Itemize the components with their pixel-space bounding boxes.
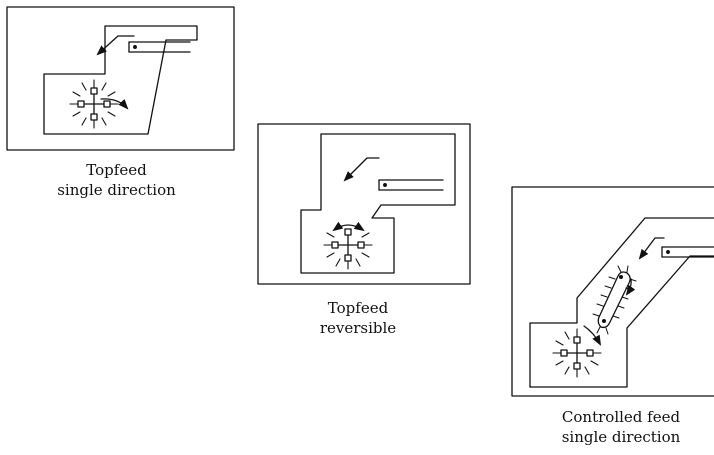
feed-pipe-icon — [378, 179, 444, 191]
caption-topfeed-single: Topfeed single direction — [34, 160, 199, 200]
chamber-outline-lower — [529, 255, 714, 388]
caption-line: reversible — [319, 319, 397, 337]
caption-line: Topfeed — [327, 299, 389, 317]
flow-direction-arrow-icon — [343, 157, 380, 182]
caption-line: Controlled feed — [561, 408, 681, 426]
chamber-outline — [43, 25, 198, 135]
flow-direction-arrow-icon — [638, 237, 665, 260]
feed-pipe-icon — [128, 41, 191, 53]
belt-direction-arrow-icon — [625, 278, 636, 296]
rotor-icon — [69, 79, 119, 129]
reversing-arrow-icon — [332, 221, 365, 232]
chamber-outline — [529, 217, 714, 388]
panel-topfeed-single — [6, 6, 235, 151]
flow-direction-arrow-icon — [96, 35, 135, 56]
panel-frame — [257, 123, 471, 285]
chamber-outline — [300, 133, 456, 274]
caption-line: single direction — [561, 428, 681, 446]
panel-frame — [6, 6, 235, 151]
feed-pipe-icon — [661, 246, 714, 258]
caption-line: single direction — [57, 181, 176, 199]
panel-frame — [511, 186, 714, 397]
caption-line: Topfeed — [86, 161, 147, 179]
feed-arrow-icon — [100, 98, 129, 110]
rotor-icon — [552, 328, 602, 378]
caption-topfeed-reversible: Topfeed reversible — [288, 298, 428, 338]
caption-controlled-feed: Controlled feed single direction — [528, 407, 714, 447]
controlled-feed-belt-icon — [592, 265, 637, 335]
feed-arrow-icon — [583, 325, 601, 346]
panel-topfeed-reversible — [257, 123, 471, 285]
panel-controlled-feed — [511, 186, 714, 397]
rotor-icon — [323, 228, 373, 270]
